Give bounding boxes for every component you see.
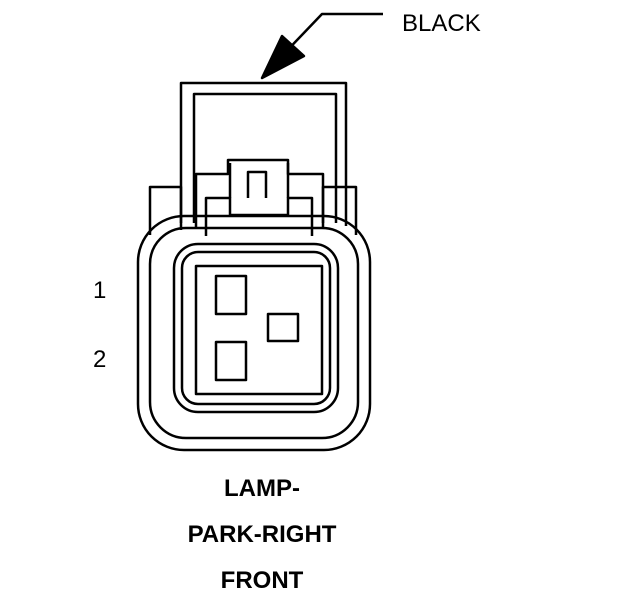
- pin-number-label: 2: [93, 346, 107, 373]
- pin-cavity-1: [214, 274, 248, 316]
- connector-lock-housing-inner: [192, 92, 338, 223]
- pin-cavity-2: [214, 340, 248, 382]
- callout-leader: [260, 12, 383, 80]
- wire-color-label: BLACK: [402, 10, 481, 37]
- connector-title-line: FRONT: [220, 567, 304, 594]
- connector-body-middle: [148, 226, 360, 440]
- connector-body-outer: [136, 214, 372, 452]
- connector-title: LAMP- PARK-RIGHT FRONT: [112, 474, 412, 612]
- connector-title-line: PARK-RIGHT: [187, 521, 337, 548]
- connector-face-inner: [180, 250, 332, 406]
- connector-title-line: LAMP-: [224, 475, 300, 502]
- connector-terminal-block: [194, 264, 324, 396]
- connector-face-outer: [172, 242, 340, 414]
- connector-lock-housing-outer: [179, 81, 348, 230]
- pin-cavity-center: [266, 312, 300, 343]
- pin-number-label: 1: [93, 277, 107, 304]
- connector-latch-slot: [228, 163, 290, 198]
- connector-latch: [194, 158, 325, 228]
